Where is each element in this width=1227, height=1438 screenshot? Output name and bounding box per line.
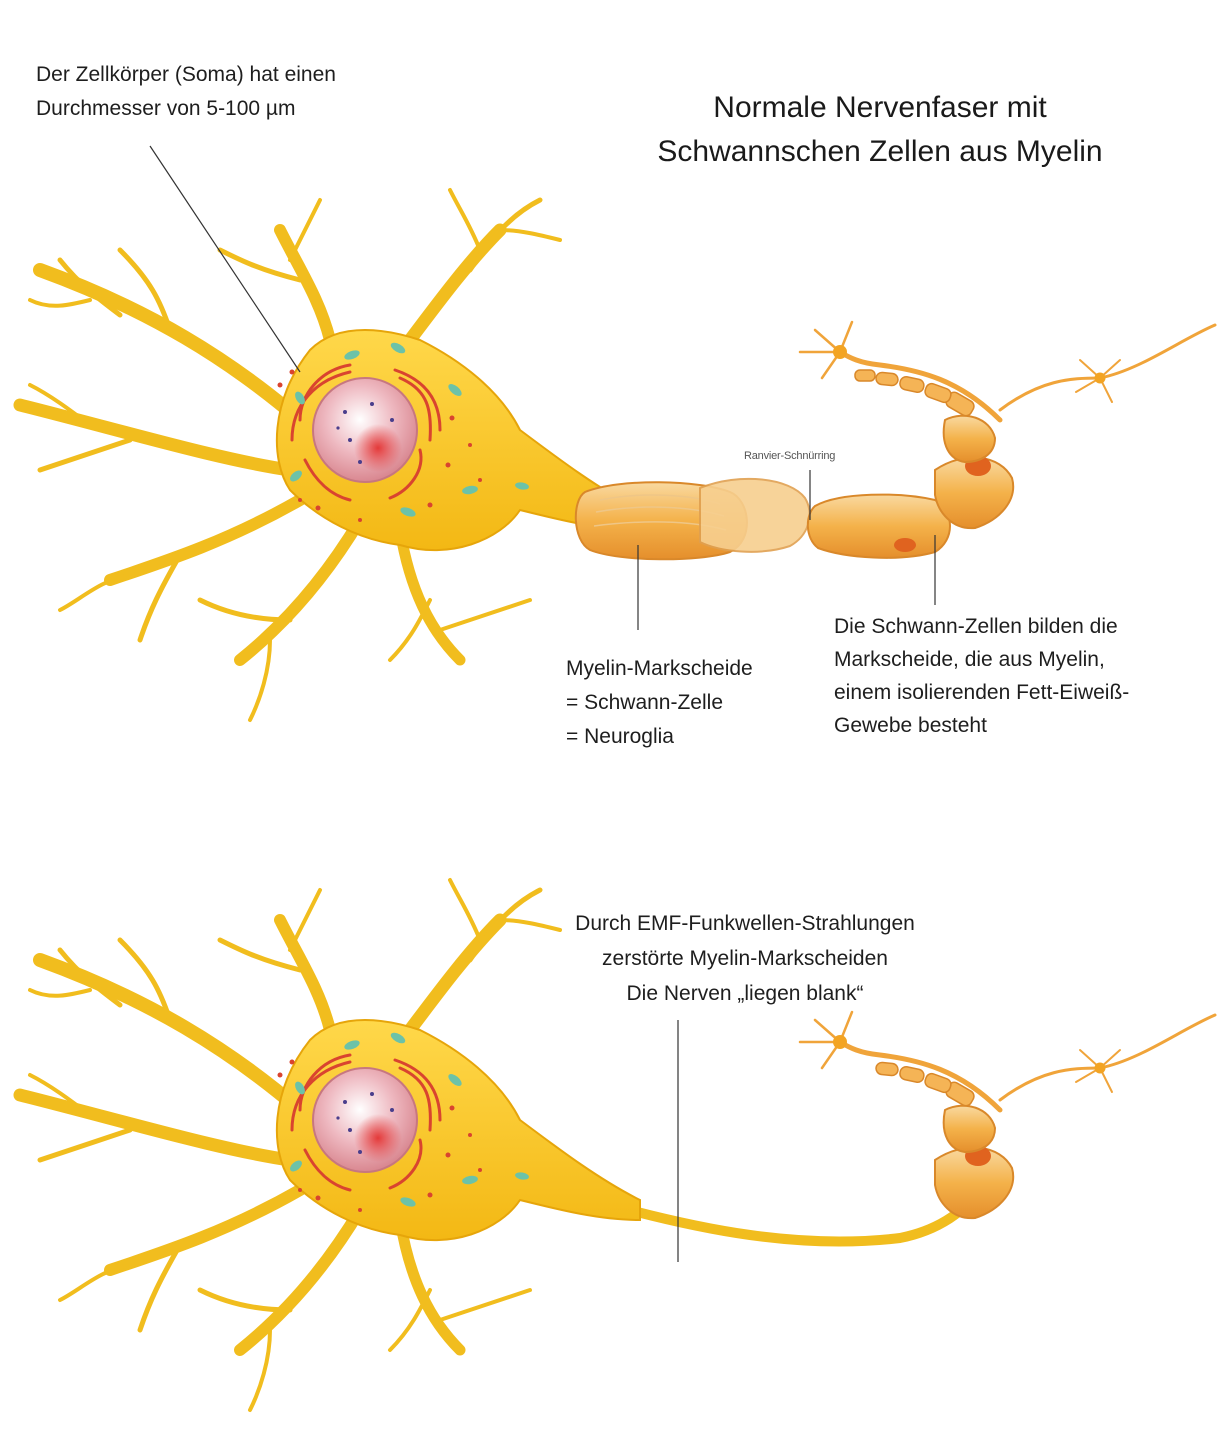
emf-label-line-1: Durch EMF-Funkwellen-Strahlungen (520, 906, 970, 941)
soma-label-line-1: Der Zellkörper (Soma) hat einen (36, 58, 336, 92)
soma-label-line-2: Durchmesser von 5-100 µm (36, 92, 336, 126)
emf-damage-label: Durch EMF-Funkwellen-Strahlungen zerstör… (520, 906, 970, 1011)
title-line-1: Normale Nervenfaser mit (600, 86, 1160, 130)
schwann-cells-label: Die Schwann-Zellen bilden die Markscheid… (834, 610, 1129, 742)
diagram-title: Normale Nervenfaser mit Schwannschen Zel… (600, 86, 1160, 174)
myelin-sheath-label: Myelin-Markscheide = Schwann-Zelle = Neu… (566, 652, 753, 754)
schwann-label-line-1: Die Schwann-Zellen bilden die (834, 610, 1129, 643)
ranvier-node-label: Ranvier-Schnürring (744, 450, 835, 462)
title-line-2: Schwannschen Zellen aus Myelin (600, 130, 1160, 174)
schwann-label-line-3: einem isolierenden Fett-Eiweiß- (834, 676, 1129, 709)
emf-label-line-3: Die Nerven „liegen blank“ (520, 976, 970, 1011)
leader-lines (150, 146, 935, 1262)
schwann-label-line-2: Markscheide, die aus Myelin, (834, 643, 1129, 676)
myelin-label-line-3: = Neuroglia (566, 720, 753, 754)
schwann-label-line-4: Gewebe besteht (834, 709, 1129, 742)
emf-label-line-2: zerstörte Myelin-Markscheiden (520, 941, 970, 976)
myelin-label-line-2: = Schwann-Zelle (566, 686, 753, 720)
myelin-label-line-1: Myelin-Markscheide (566, 652, 753, 686)
myelin-sheath-segments (576, 370, 1013, 559)
soma-label: Der Zellkörper (Soma) hat einen Durchmes… (36, 58, 336, 126)
